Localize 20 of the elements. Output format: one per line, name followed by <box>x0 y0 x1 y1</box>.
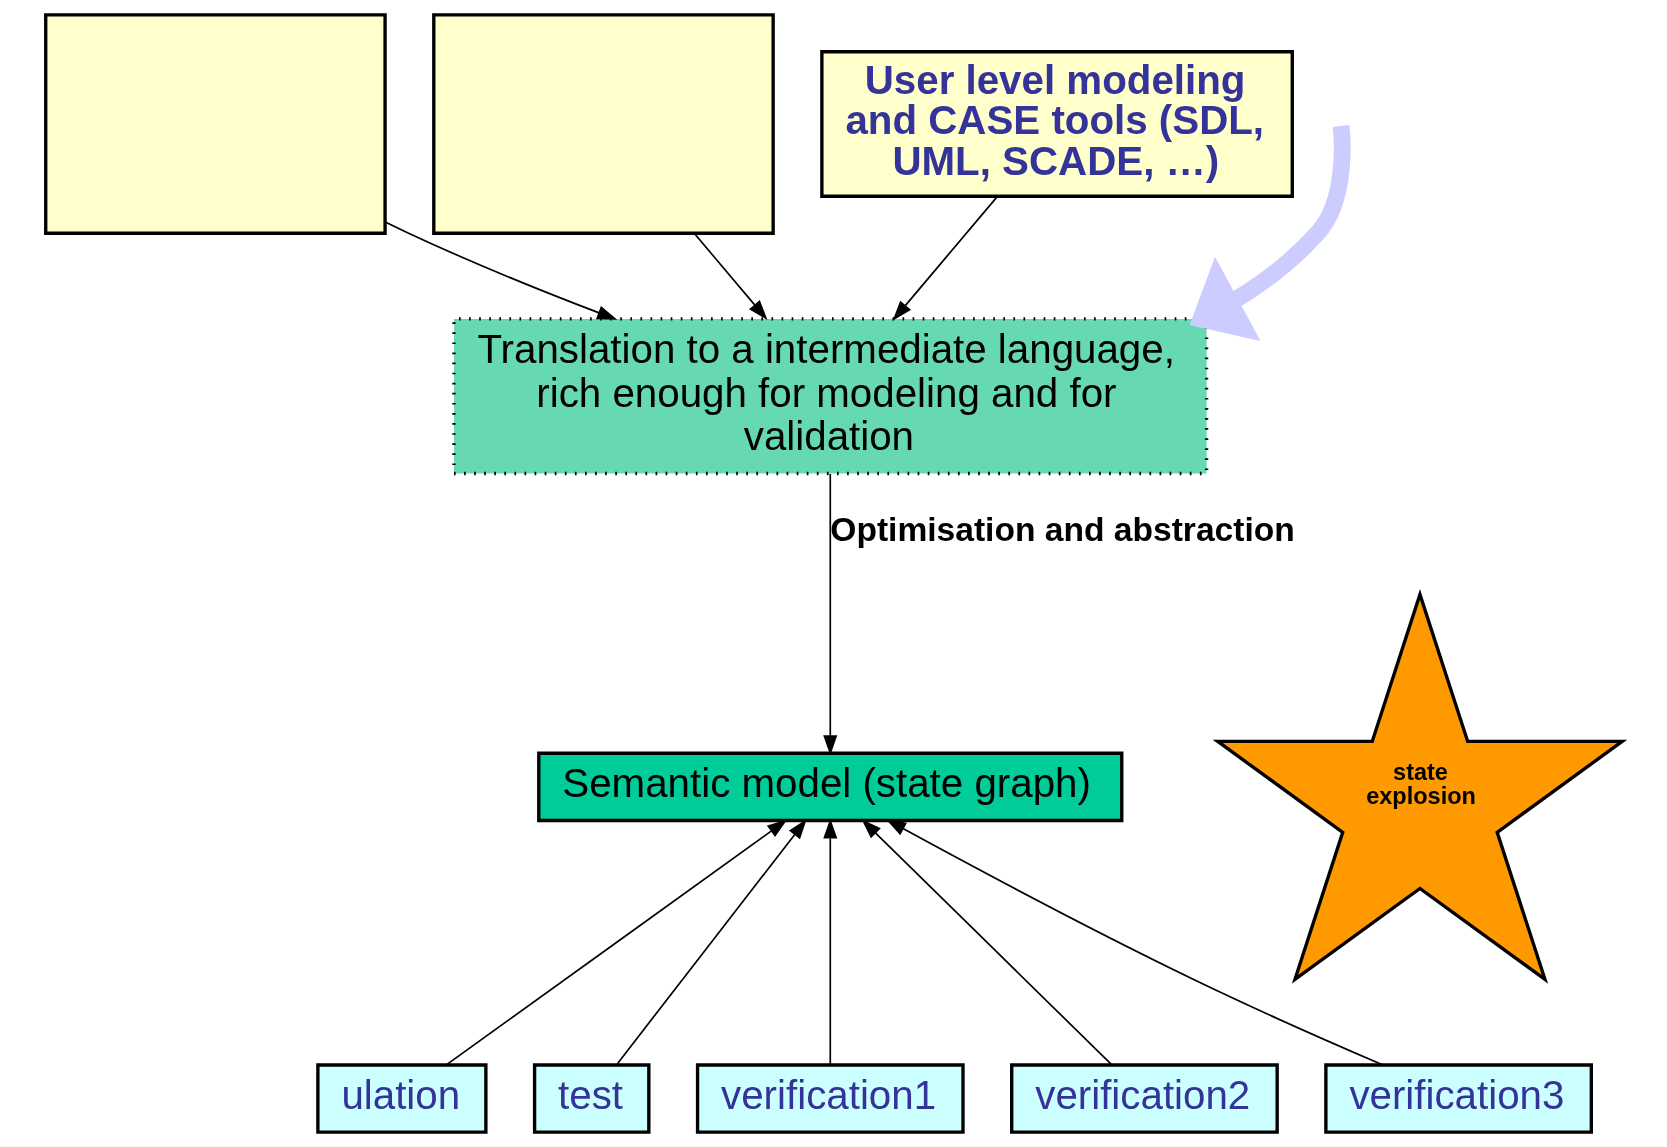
arrow <box>1189 125 1351 341</box>
edge-label: Optimisation and abstraction <box>829 510 1295 548</box>
node-box: verification1 <box>695 1063 965 1134</box>
node-box: test <box>532 1063 650 1134</box>
arrow <box>693 232 767 321</box>
node-box: verification3 <box>1323 1063 1593 1134</box>
node-box <box>431 13 775 235</box>
arrow <box>885 819 1383 1066</box>
node-box: verification2 <box>1009 1063 1279 1134</box>
node-box: User level modeling and CASE tools (SDL, UML, SCADE, …) <box>819 50 1294 198</box>
arrow <box>445 819 787 1066</box>
node-box: ulation <box>315 1063 488 1134</box>
arrow <box>384 221 617 320</box>
arrow <box>822 818 837 1066</box>
node-box <box>43 13 387 235</box>
node-box: Semantic model (state graph) <box>536 751 1123 823</box>
node-box: Translation to a intermediate language, rich enough for modeling and for validation <box>451 317 1208 476</box>
arrow <box>892 195 998 321</box>
arrow <box>861 819 1113 1066</box>
arrow <box>822 473 837 756</box>
